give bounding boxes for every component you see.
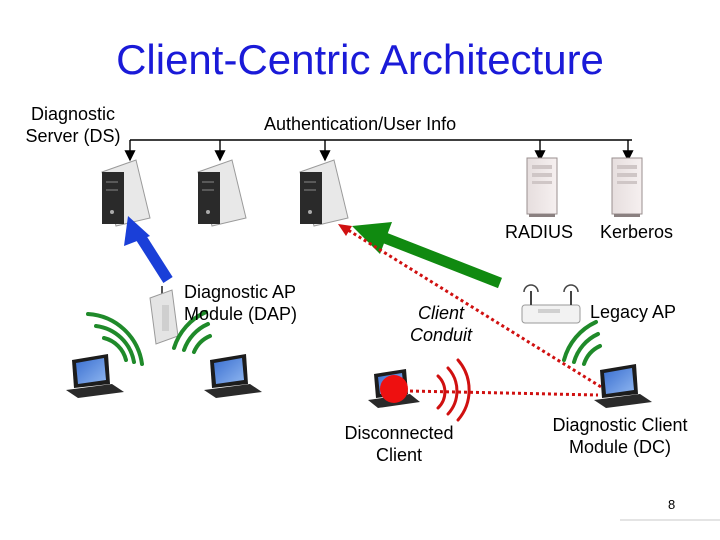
disconnected-status-dot: [380, 375, 408, 403]
page-number: 8: [668, 497, 676, 512]
dap-label-line1: Diagnostic AP: [184, 282, 297, 302]
laptop-icon: [204, 354, 262, 398]
radius-server-icon: [526, 157, 558, 217]
server-icon: [299, 159, 349, 227]
client-conduit-line1: Client: [417, 303, 465, 323]
dap-to-ds-arrow: [124, 216, 173, 283]
dc-label-line2: Module (DC): [568, 437, 672, 457]
kerberos-label: Kerberos: [600, 222, 674, 242]
server-icon: [197, 159, 247, 227]
wireless-waves-icon: [562, 320, 602, 366]
radius-label: RADIUS: [505, 222, 574, 242]
ds-label: Diagnostic Server (DS): [18, 103, 128, 147]
ds-label-line2: Server (DS): [25, 126, 121, 146]
client-conduit-line2: Conduit: [409, 325, 473, 345]
legacy-ap-to-auth-arrow: [352, 222, 503, 289]
kerberos-server-icon: [611, 157, 643, 217]
server-icon: [101, 159, 151, 227]
dap-label: Diagnostic AP Module (DAP): [184, 281, 297, 325]
disconnected-line1: Disconnected: [344, 423, 454, 443]
laptop-icon: [594, 364, 652, 408]
dc-to-server-dotted-arrow: [338, 224, 607, 392]
disconnected-line2: Client: [375, 445, 423, 465]
wireless-waves-red-icon: [436, 358, 471, 422]
dc-to-disconnected-dotted-line: [409, 389, 599, 397]
diagnostic-ap-icon: [149, 286, 179, 345]
disconnected-client-label: Disconnected Client: [334, 422, 464, 466]
page-title: Client-Centric Architecture: [116, 36, 604, 83]
client-conduit-label: Client Conduit: [396, 302, 486, 346]
legacy-ap-icon: [521, 284, 581, 324]
ds-label-line1: Diagnostic: [30, 104, 116, 124]
laptop-icon: [66, 354, 124, 398]
dc-label-line1: Diagnostic Client: [552, 415, 688, 435]
wireless-waves-icon: [86, 312, 144, 366]
auth-label: Authentication/User Info: [264, 114, 457, 134]
wireless-waves-icon: [172, 310, 212, 354]
legacy-ap-label: Legacy AP: [590, 302, 677, 322]
dc-label: Diagnostic Client Module (DC): [540, 414, 700, 458]
network-bus: [124, 139, 634, 162]
dap-label-line2: Module (DAP): [184, 304, 298, 324]
